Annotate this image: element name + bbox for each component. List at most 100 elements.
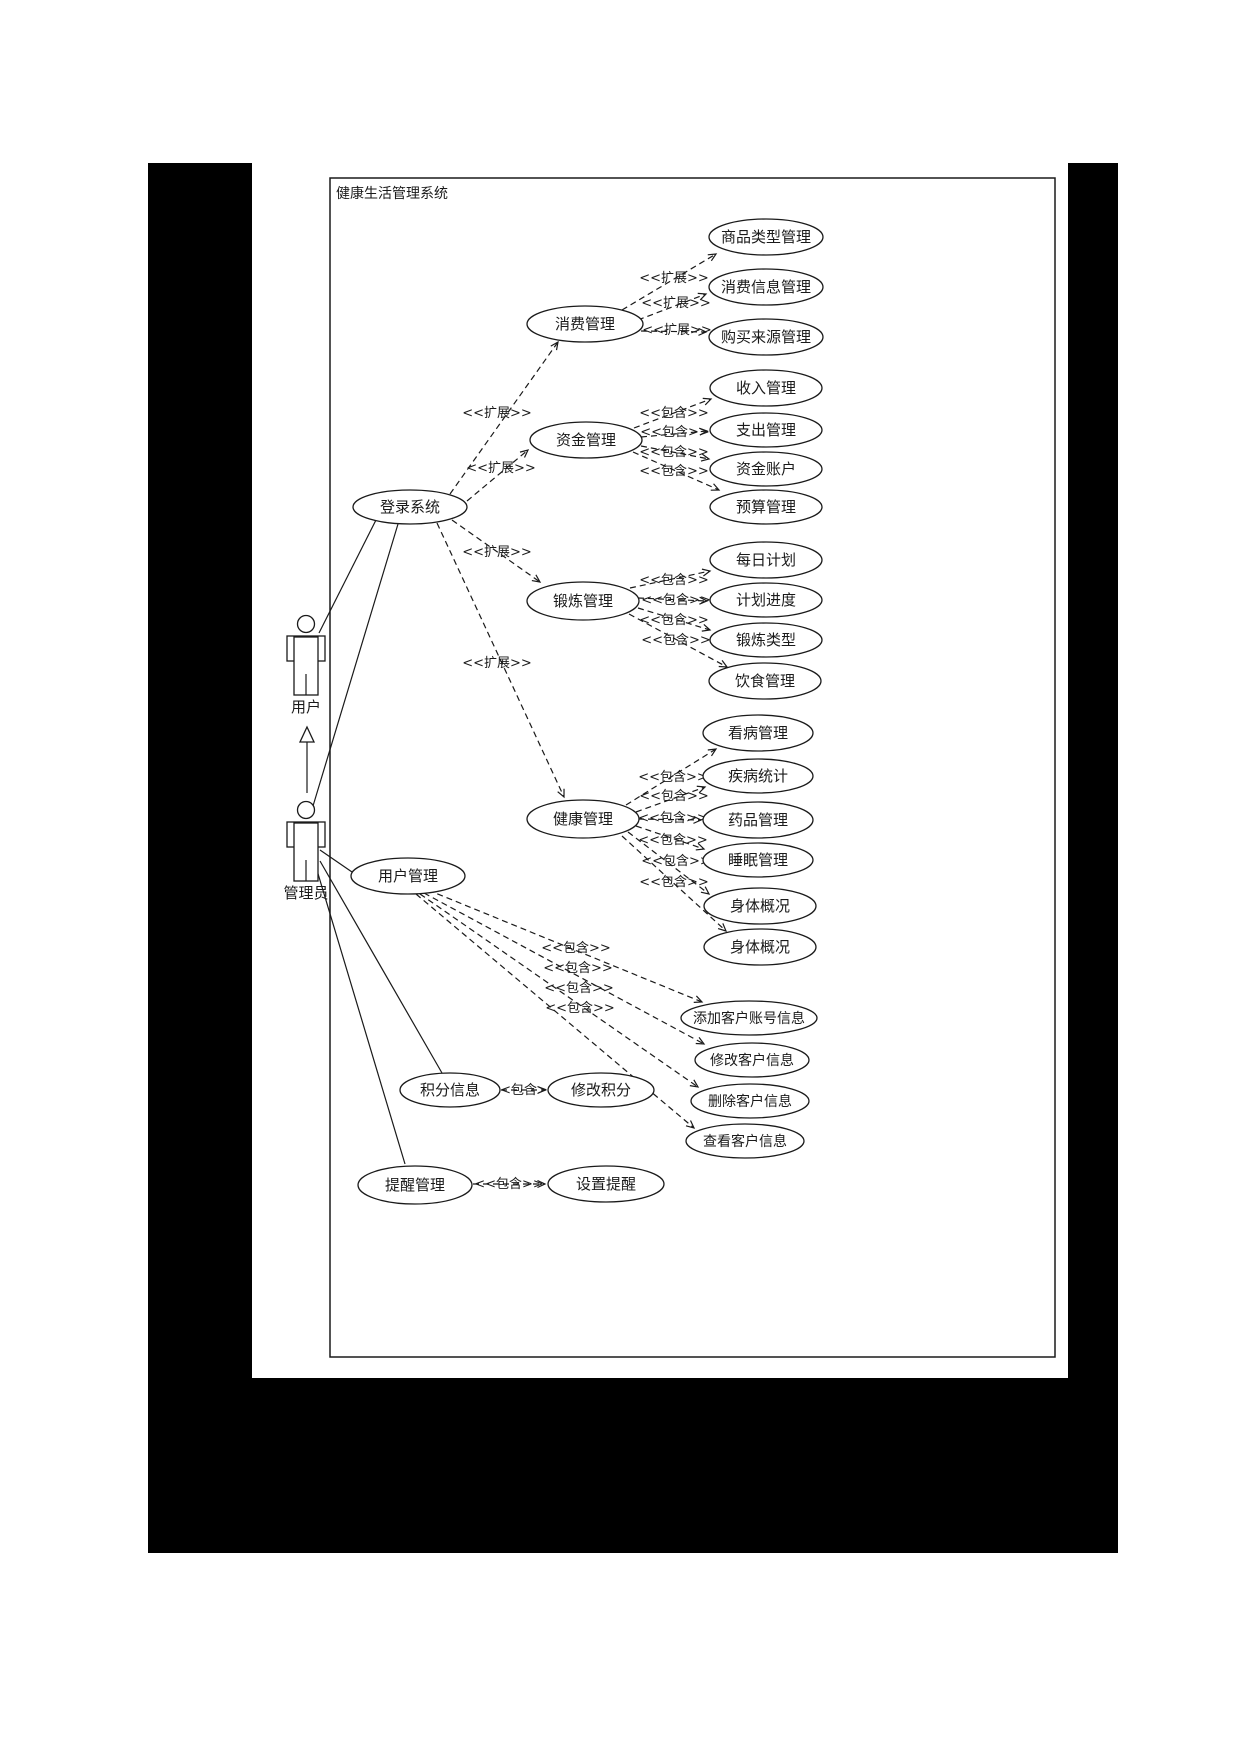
usecase-label: 每日计划 [736,551,796,569]
include-usermgmt-deletecustomer [419,893,700,1088]
usecase-label: 登录系统 [380,498,440,516]
extend-login-health [436,522,565,799]
stereotype-extend: <<扩展>> [462,656,532,671]
usecase-label: 消费管理 [555,315,615,333]
usecase-medicine: 药品管理 [702,801,814,839]
usecase-reminder: 提醒管理 [357,1165,473,1205]
usecase-label: 资金管理 [556,431,616,449]
usecase-label: 资金账户 [736,460,796,478]
actor-body-icon [293,822,319,882]
usecase-label: 用户管理 [378,867,438,885]
actor-head-icon [296,614,316,634]
usecase-ellipse [526,799,640,839]
usecase-fund-account: 资金账户 [709,451,823,487]
usecase-label: 设置提醒 [576,1175,636,1193]
usecase-label: 支出管理 [736,421,796,439]
usecase-label: 身体概况 [730,938,790,956]
stereotype-include: <<包含>> [639,572,709,588]
usecase-purchase-source: 购买来源管理 [708,318,824,356]
stereotype-include: <<包含>> [639,612,709,628]
usecase-label: 修改积分 [571,1081,631,1099]
stereotype-extend: <<扩展>> [462,545,532,560]
usecase-ellipse [709,622,823,658]
actor-admin: 管理员 [283,800,329,902]
usecase-label: 锻炼管理 [553,592,613,610]
usecase-ellipse [709,541,823,579]
stereotype-include: <<包含>> [641,853,711,869]
usecase-ellipse [702,714,814,752]
usecase-ellipse [702,758,814,794]
stereotype-include: <<包含>> [638,832,708,848]
usecase-add-customer: 添加客户账号信息 [680,1000,818,1036]
usecase-label: 修改客户信息 [710,1052,794,1069]
usecase-ellipse [685,1123,805,1159]
include-health-body1 [627,831,711,895]
actor-user-label: 用户 [291,698,321,716]
include-health-sleep [635,825,706,851]
include-health-body2 [621,835,728,932]
stereotype-include: <<包含>> [638,769,708,785]
include-exercise-progress [637,596,709,605]
usecase-plan-progress: 计划进度 [709,582,823,618]
usecase-goods-type: 商品类型管理 [708,218,824,256]
usecase-body-overview-1: 身体概况 [703,887,817,925]
usecase-ellipse [708,218,824,256]
usecase-medical: 看病管理 [702,714,814,752]
include-fund-budget [632,451,721,491]
extend-consume-consumeinfo [637,292,708,321]
usecase-ellipse [702,801,814,839]
usecase-ellipse [709,451,823,487]
assoc-admin-reminder [315,866,406,1165]
include-health-medicine [637,815,703,824]
stereotype-extend: <<扩展>> [641,296,711,311]
usecase-budget: 预算管理 [709,489,823,525]
extend-login-exercise [451,519,542,583]
usecase-login: 登录系统 [352,489,468,525]
stereotype-include: <<包含>> [541,940,611,956]
usecase-label: 计划进度 [736,591,796,609]
usecase-ellipse [547,1165,665,1203]
usecase-ellipse [350,857,466,895]
usecase-label: 健康管理 [553,810,613,828]
usecase-user-mgmt: 用户管理 [350,857,466,895]
stereotype-include: <<包含>> [543,960,613,976]
assoc-admin-usermgmt [319,849,353,873]
include-fund-income [633,397,713,429]
stereotype-include: <<包含>> [489,1082,559,1098]
stereotype-include: <<包含>> [638,810,708,826]
usecase-label: 查看客户信息 [703,1133,787,1150]
usecase-label: 添加客户账号信息 [693,1010,805,1027]
generalization-admin-user [298,725,316,793]
include-exercise-dailyplan [629,568,712,589]
usecase-diet: 饮食管理 [708,662,822,700]
usecase-ellipse [526,305,644,343]
usecase-label: 药品管理 [728,811,788,829]
usecase-label: 饮食管理 [735,672,795,690]
usecase-exercise: 锻炼管理 [526,581,640,621]
usecase-consume-info: 消费信息管理 [708,268,824,306]
usecase-points: 积分信息 [399,1072,501,1108]
include-health-medical [625,748,718,806]
usecase-ellipse [703,887,817,925]
usecase-ellipse [702,842,814,878]
usecase-modify-customer: 修改客户信息 [694,1042,810,1078]
stereotype-extend: <<扩展>> [466,461,536,476]
usecase-modify-points: 修改积分 [547,1072,655,1108]
usecase-ellipse [680,1000,818,1036]
usecase-expense: 支出管理 [709,412,823,448]
stereotype-extend: <<扩展>> [462,406,532,421]
usecase-ellipse [709,369,823,407]
usecase-label: 商品类型管理 [721,228,811,246]
stereotype-extend: <<扩展>> [642,323,712,338]
black-block-right [1068,163,1118,1553]
usecase-ellipse [357,1165,473,1205]
stereotype-include: <<包含>> [639,463,709,479]
stereotype-include: <<包含>> [639,874,709,890]
usecase-label: 删除客户信息 [708,1093,792,1110]
include-health-diseasestat [635,785,707,813]
usecase-ellipse [352,489,468,525]
usecase-label: 消费信息管理 [721,278,811,296]
actor-head-icon [296,800,316,820]
